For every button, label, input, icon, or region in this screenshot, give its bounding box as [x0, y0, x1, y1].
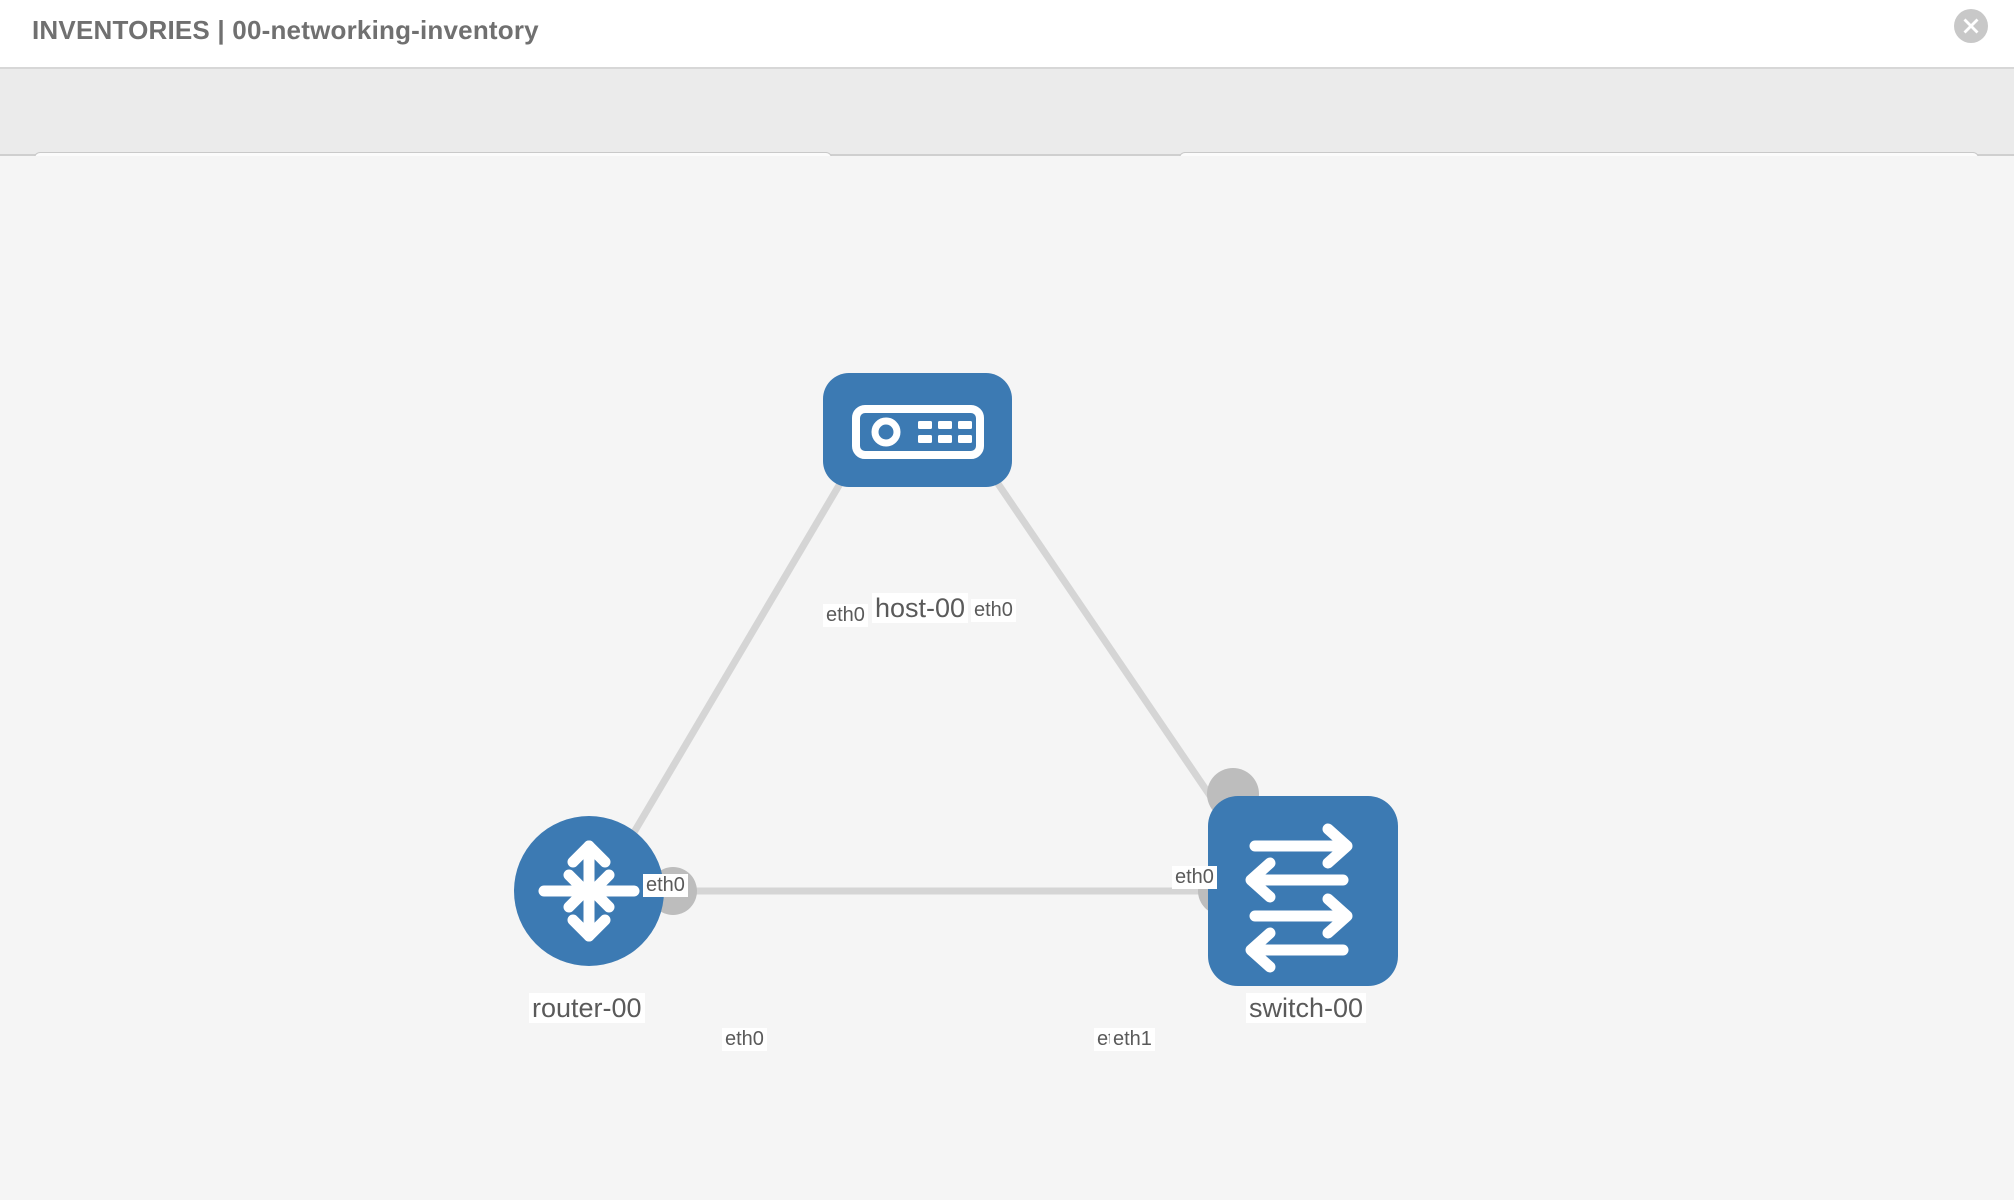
node-router-00[interactable]	[514, 816, 664, 966]
switch-00-shape[interactable]	[1208, 796, 1398, 986]
window-titlebar: INVENTORIES | 00-networking-inventory	[0, 0, 2014, 69]
link-host00-switch00[interactable]	[949, 414, 1235, 830]
page-title: INVENTORIES | 00-networking-inventory	[32, 15, 539, 45]
iface-label-host00-right: eth0	[971, 599, 1016, 622]
node-switch-00[interactable]	[1208, 796, 1398, 986]
switch-arrows-icon	[1245, 823, 1353, 973]
node-label-router-00: router-00	[529, 993, 645, 1024]
router-arrows-icon	[538, 840, 640, 942]
iface-label-router00-right: eth0	[722, 1028, 767, 1051]
link-host00-router00[interactable]	[616, 414, 884, 858]
iface-label-switch00-up: eth0	[1172, 866, 1217, 889]
iface-label-router00-up: eth0	[643, 874, 688, 897]
close-icon[interactable]	[1954, 9, 1988, 43]
iface-label-switch00-left: eth1	[1110, 1028, 1155, 1051]
node-label-switch-00: switch-00	[1246, 993, 1367, 1024]
topology-interface-nubs	[649, 424, 1259, 915]
server-icon	[852, 405, 984, 459]
topology-toolbar: ACTIONS SEARCH	[0, 69, 2014, 206]
node-label-host-00: host-00	[872, 593, 969, 624]
iface-label-host00-left: eth0	[823, 604, 868, 627]
topology-links	[616, 414, 1235, 895]
topology-canvas[interactable]: eth0 eth0 eth0 eth0 eth0 eth0 eth1 host-…	[0, 156, 2014, 1200]
node-host-00[interactable]	[823, 373, 1012, 487]
topology-graph	[514, 373, 1398, 986]
